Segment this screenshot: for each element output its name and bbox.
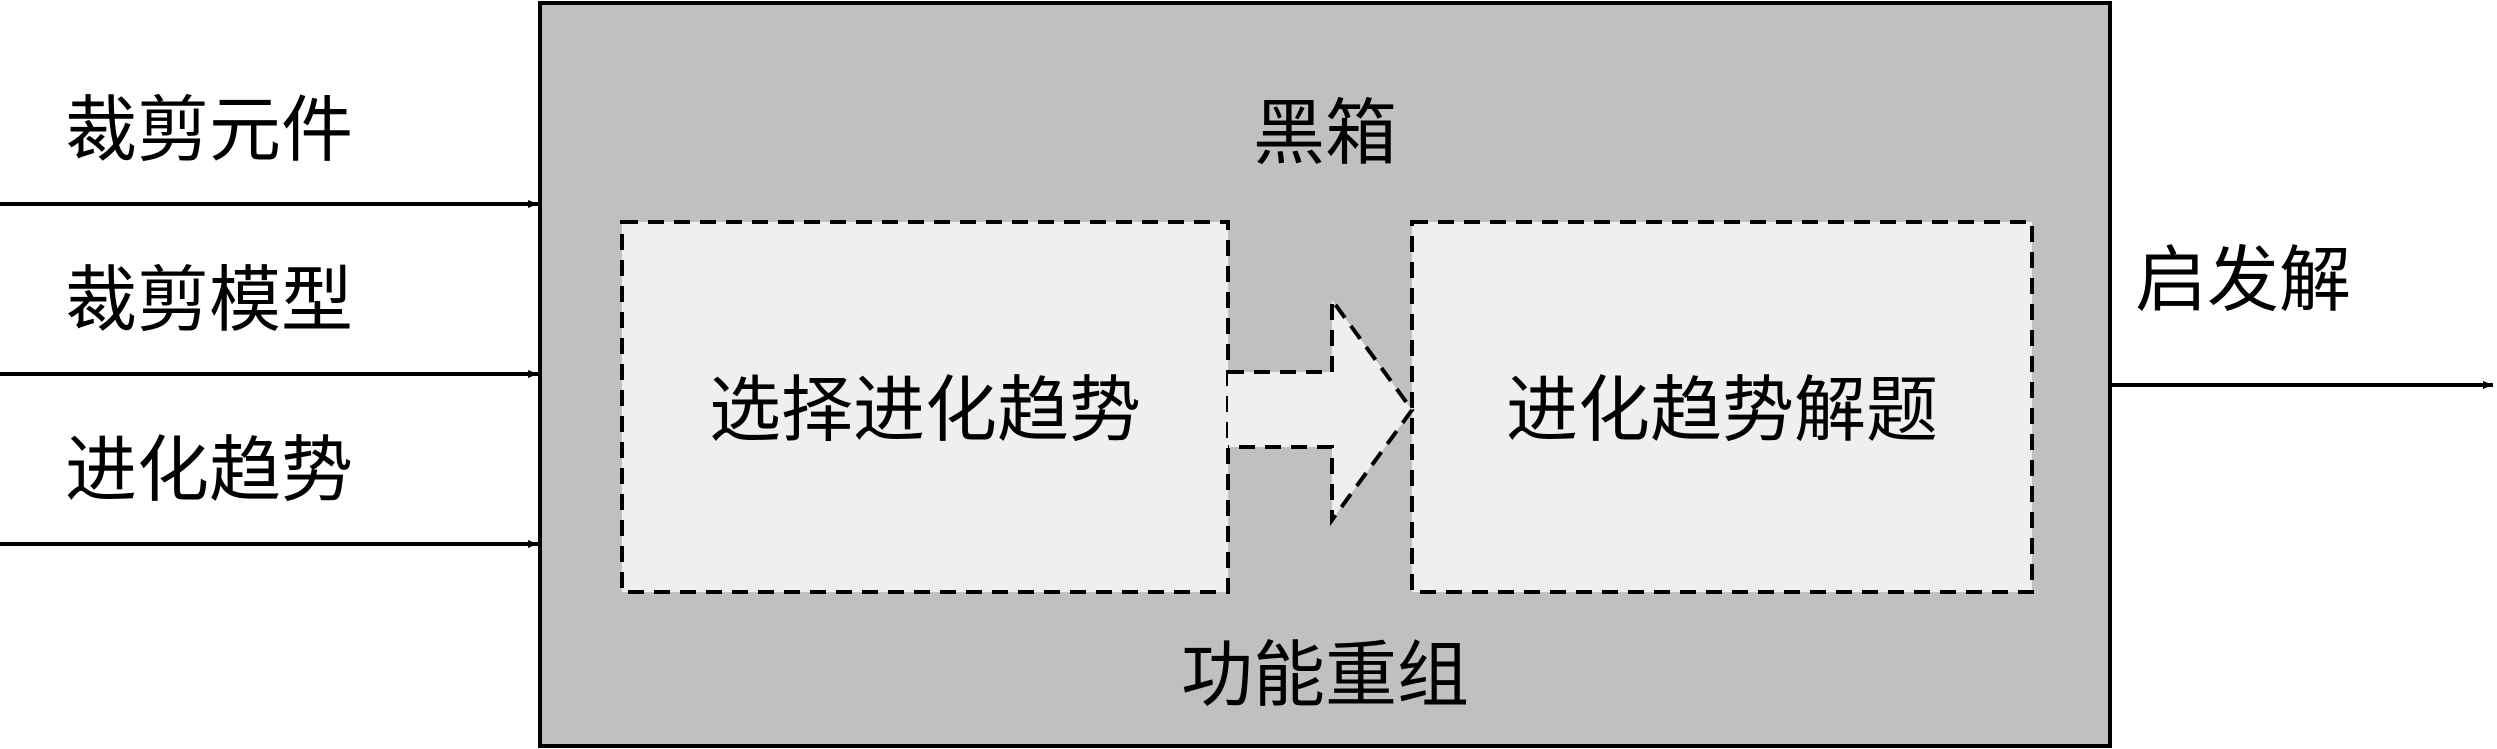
input-label-evolution-trend: 进化趋势 <box>65 428 353 512</box>
input-label-trim-components: 裁剪元件 <box>65 88 353 172</box>
step-box-solve-trend <box>1410 220 2034 594</box>
input-label-trim-model: 裁剪模型 <box>65 258 353 342</box>
step-label-solve-trend: 进化趋势解题 <box>1506 368 1938 452</box>
step-label-select-trend: 选择进化趋势 <box>709 368 1141 452</box>
black-box-title: 黑箱 <box>1253 91 1397 175</box>
step-transition-arrow <box>1228 293 1415 527</box>
output-label: 启发解 <box>2135 238 2351 322</box>
step-box-select-trend <box>620 220 1230 594</box>
black-box-bottom-label: 功能重组 <box>1181 633 1469 717</box>
